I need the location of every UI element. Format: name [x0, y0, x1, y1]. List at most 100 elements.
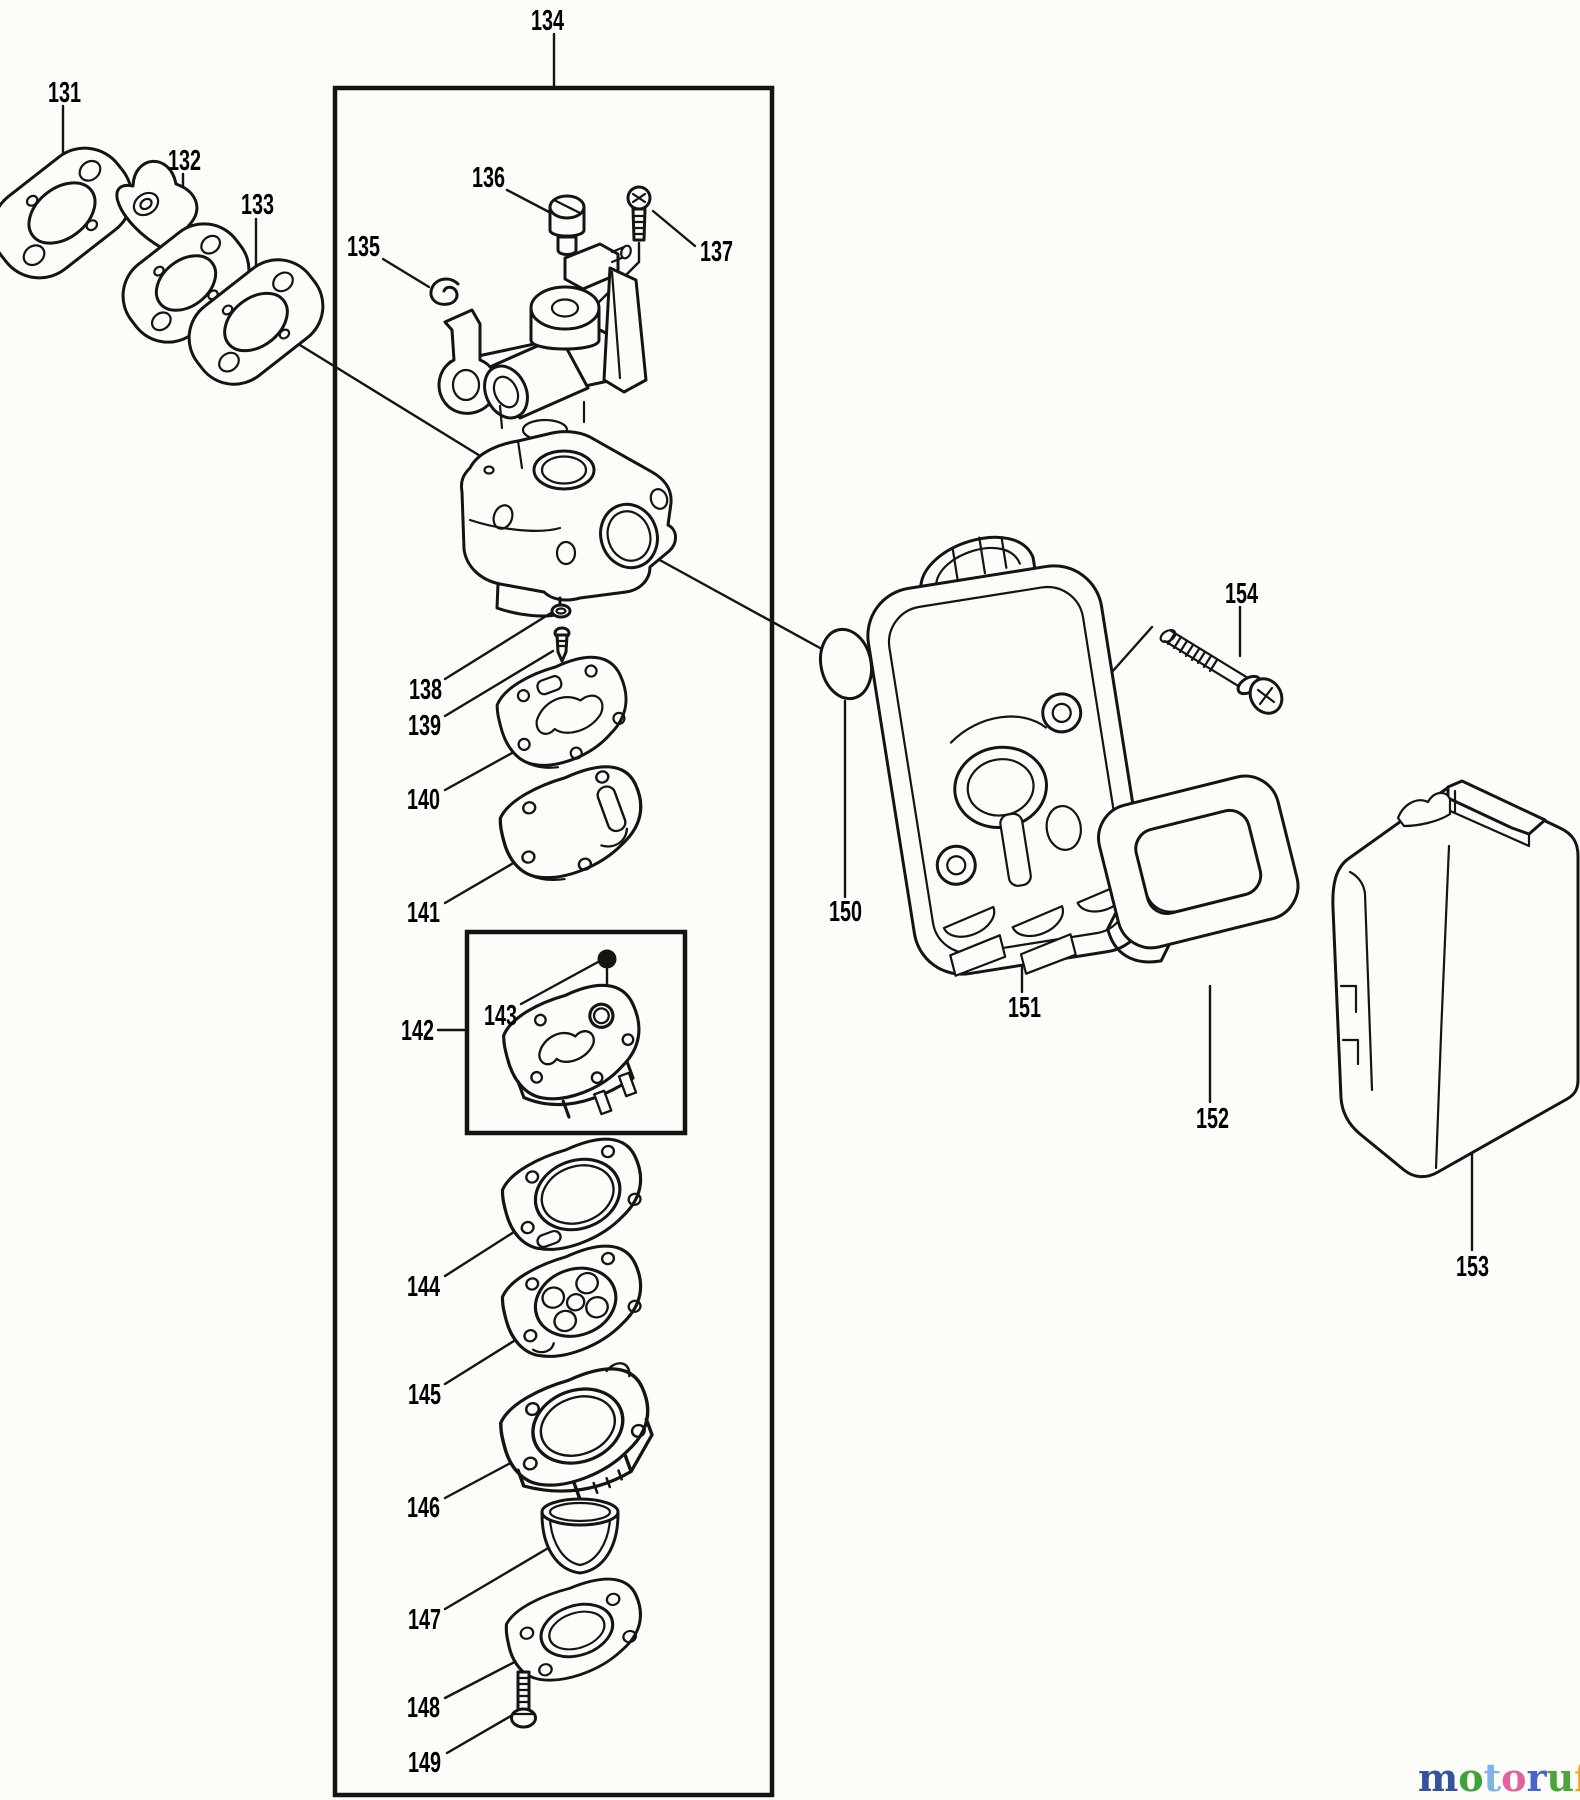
venturi-bore-inner — [540, 455, 588, 485]
thickness-edge — [516, 1060, 635, 1119]
pin-hole — [483, 465, 495, 475]
air-cleaner-cover-153-drawing — [1331, 779, 1580, 1179]
choke-stem — [999, 812, 1032, 887]
screen-boss — [588, 1002, 615, 1029]
bolt-hole — [218, 351, 240, 373]
pin-hole — [278, 328, 291, 340]
center-hole — [154, 254, 218, 312]
clip-135-drawing — [429, 277, 460, 306]
lower-body-146-drawing — [499, 1362, 654, 1501]
part-label-150: 150 — [829, 896, 862, 928]
outline — [187, 258, 325, 386]
valve-hook — [600, 827, 629, 848]
flange-bolt-hole — [555, 540, 577, 566]
hole — [621, 1033, 635, 1047]
air-cleaner-base-151-drawing — [866, 535, 1150, 977]
leader-137 — [651, 209, 697, 248]
pin-hole — [221, 304, 234, 316]
hole — [600, 1144, 616, 1159]
screw-boss — [1041, 692, 1083, 734]
gasket-144-drawing — [500, 1137, 643, 1251]
hole — [627, 1192, 642, 1206]
screw-137-drawing — [626, 185, 652, 242]
collar-inner — [548, 1610, 606, 1651]
diaphragm-145-drawing — [500, 1244, 643, 1358]
mounting-legs — [593, 1071, 638, 1116]
hole — [530, 1070, 544, 1084]
outline — [500, 1137, 643, 1251]
needle-threads — [556, 639, 568, 648]
screw-threads — [1166, 631, 1219, 673]
gasket-133-drawing — [187, 258, 325, 386]
thickness-edge — [1106, 910, 1171, 964]
cap-neck — [556, 235, 578, 256]
part-label-143: 143 — [484, 1000, 517, 1032]
hole — [538, 1663, 553, 1677]
bore-opening-inner — [539, 1395, 617, 1457]
head-cross — [1256, 686, 1276, 706]
hole — [525, 1170, 540, 1184]
pump-cavity — [538, 1030, 595, 1066]
pump-body-143-drawing — [502, 949, 641, 1119]
base-plate-inner — [887, 585, 1129, 955]
wm-letter: o — [1501, 1755, 1526, 1800]
primer-bulb-147-drawing — [540, 1497, 620, 1575]
throttle-assembly-drawing — [437, 242, 648, 442]
part-label-132: 132 — [168, 145, 201, 177]
outline — [498, 765, 643, 880]
part-label-146: 146 — [407, 1492, 440, 1524]
screw-shaft — [631, 207, 647, 242]
leader-149 — [445, 1711, 518, 1755]
valve-slot — [596, 785, 627, 833]
leader-diagonal-b — [654, 556, 822, 650]
wing-hole-inner — [139, 197, 153, 211]
screw-154-drawing — [1159, 628, 1284, 715]
leader-143 — [519, 960, 600, 1006]
hole — [612, 711, 626, 725]
hook-opening — [451, 368, 481, 402]
assembly-group-box-134 — [332, 85, 775, 1798]
part-label-154: 154 — [1225, 578, 1258, 610]
wm-letter: f — [1574, 1755, 1580, 1800]
hole — [523, 1329, 538, 1343]
leader-146 — [443, 1457, 520, 1500]
snorkel-detail — [935, 536, 1021, 587]
bulb-rim-inner — [548, 1501, 612, 1523]
needle-139-drawing — [553, 626, 571, 663]
o-ring-138-inner — [555, 607, 567, 615]
hole — [569, 746, 583, 760]
leader-135 — [381, 257, 431, 289]
outline — [495, 655, 628, 767]
part-label-151: 151 — [1008, 992, 1041, 1024]
bulb-dome — [540, 1512, 620, 1575]
wm-letter: u — [1547, 1755, 1575, 1800]
vent-opening — [1045, 805, 1082, 851]
part-label-136: 136 — [472, 162, 505, 194]
collar-outer — [539, 1602, 615, 1659]
valve-port — [575, 1271, 599, 1295]
screw-boss-hole — [1051, 702, 1072, 723]
wm-letter: t — [1484, 1755, 1502, 1800]
hole — [519, 1626, 535, 1640]
bolt-hole — [272, 271, 294, 293]
front-crease — [1434, 844, 1451, 1170]
wing-hole — [132, 191, 160, 217]
leader-147 — [443, 1545, 552, 1611]
cap-136-drawing — [548, 194, 586, 256]
cover-outline — [1331, 782, 1580, 1179]
hole — [577, 857, 593, 871]
part-label-148: 148 — [407, 1692, 440, 1724]
part-label-131: 131 — [48, 77, 81, 109]
screw-head — [510, 1707, 537, 1729]
screw-boss — [935, 844, 977, 886]
inlet-screen-dot — [597, 949, 617, 969]
screw-149-drawing — [510, 1670, 537, 1729]
hole — [517, 737, 531, 751]
part-label-140: 140 — [407, 784, 440, 816]
hole — [520, 1220, 535, 1235]
center-opening — [533, 1157, 622, 1232]
part-label-137: 137 — [700, 236, 733, 268]
thickness-skirt — [516, 1417, 654, 1501]
